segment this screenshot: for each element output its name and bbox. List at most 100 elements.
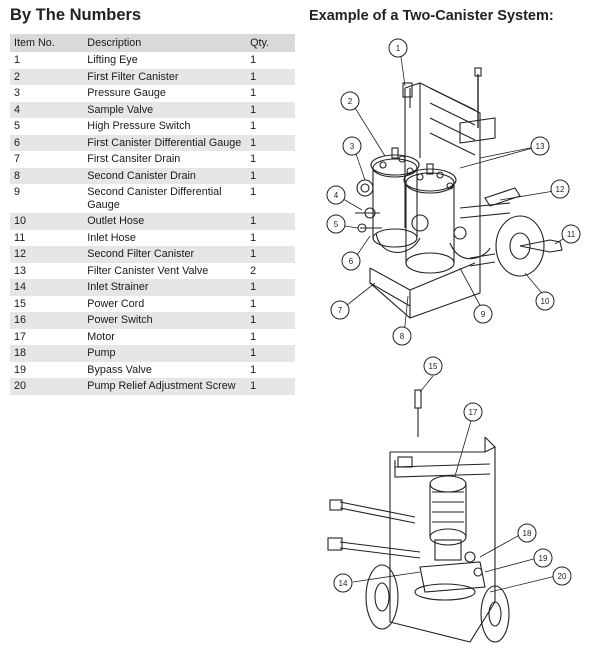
callout-label: 4 <box>334 191 339 200</box>
cell-item-no: 17 <box>10 328 84 345</box>
wheel-and-hoses <box>459 187 563 277</box>
cell-qty: 1 <box>246 345 295 362</box>
filter-canisters <box>370 147 457 274</box>
header-description: Description <box>83 34 247 52</box>
callout-circle <box>550 179 570 199</box>
cell-description: Filter Canister Vent Valve <box>83 262 247 279</box>
callout-circle <box>473 304 493 324</box>
cell-qty: 1 <box>246 101 295 118</box>
cell-description: Motor <box>83 328 247 345</box>
cell-item-no: 3 <box>10 85 84 102</box>
gauges-valves <box>355 179 491 260</box>
callout-label: 10 <box>541 297 550 306</box>
cell-qty: 1 <box>246 295 295 312</box>
cell-item-no: 8 <box>10 167 84 184</box>
cell-qty: 1 <box>246 85 295 102</box>
callout-label: 1 <box>396 44 401 53</box>
cell-qty: 1 <box>246 167 295 184</box>
cell-description: Inlet Hose <box>83 229 247 246</box>
cell-description: Sample Valve <box>83 101 247 118</box>
hoses-rear <box>327 499 421 559</box>
callout-circle <box>333 573 353 593</box>
callout-circle <box>561 224 581 244</box>
cell-item-no: 16 <box>10 312 84 329</box>
callout-circle <box>342 136 362 156</box>
cell-description: Power Cord <box>83 295 247 312</box>
cell-qty: 1 <box>246 279 295 296</box>
cell-item-no: 2 <box>10 68 84 85</box>
callout-label: 3 <box>350 142 355 151</box>
motor-and-pump <box>419 475 486 593</box>
callout-circle <box>552 566 572 586</box>
cell-qty: 1 <box>246 52 295 69</box>
cart-frame <box>369 67 496 319</box>
callout-circle <box>392 326 412 346</box>
cell-description: First Canister Differential Gauge <box>83 134 247 151</box>
cell-description: Power Switch <box>83 312 247 329</box>
cell-description: Second Canister Differential Gauge <box>83 184 247 213</box>
callout-label: 14 <box>339 579 348 588</box>
cell-item-no: 12 <box>10 246 84 263</box>
cell-item-no: 4 <box>10 101 84 118</box>
callout-label: 17 <box>469 408 478 417</box>
cell-item-no: 6 <box>10 134 84 151</box>
callout-label: 5 <box>334 220 339 229</box>
cell-qty: 1 <box>246 328 295 345</box>
cell-item-no: 7 <box>10 151 84 168</box>
cell-qty: 1 <box>246 68 295 85</box>
callout-label: 18 <box>523 529 532 538</box>
cell-description: Inlet Strainer <box>83 279 247 296</box>
cell-description: High Pressure Switch <box>83 118 247 135</box>
cell-item-no: 9 <box>10 184 84 213</box>
leader-lines-rear <box>352 375 557 593</box>
cell-qty: 1 <box>246 134 295 151</box>
cell-description: First Cansiter Drain <box>83 151 247 168</box>
cell-item-no: 20 <box>10 378 84 395</box>
callout-circle <box>423 356 443 376</box>
cell-item-no: 1 <box>10 52 84 69</box>
cell-qty: 1 <box>246 361 295 378</box>
callout-circle <box>517 523 537 543</box>
cell-description: Pump <box>83 345 247 362</box>
cell-item-no: 10 <box>10 213 84 230</box>
callout-label: 2 <box>348 97 353 106</box>
callout-label: 12 <box>556 185 565 194</box>
callout-label: 15 <box>429 362 438 371</box>
cell-qty: 1 <box>246 229 295 246</box>
cell-description: First Filter Canister <box>83 68 247 85</box>
callout-label: 7 <box>338 306 343 315</box>
cell-description: Outlet Hose <box>83 213 247 230</box>
wheels-rear <box>365 564 510 643</box>
callout-label: 6 <box>349 257 354 266</box>
callout-circle <box>340 91 360 111</box>
header-item-no: Item No. <box>10 34 84 52</box>
cell-item-no: 14 <box>10 279 84 296</box>
header-qty: Qty. <box>246 34 295 52</box>
diagram-title: Example of a Two-Canister System: <box>309 8 554 24</box>
callout-circle <box>326 214 346 234</box>
callout-label: 13 <box>536 142 545 151</box>
cell-item-no: 5 <box>10 118 84 135</box>
cell-item-no: 18 <box>10 345 84 362</box>
